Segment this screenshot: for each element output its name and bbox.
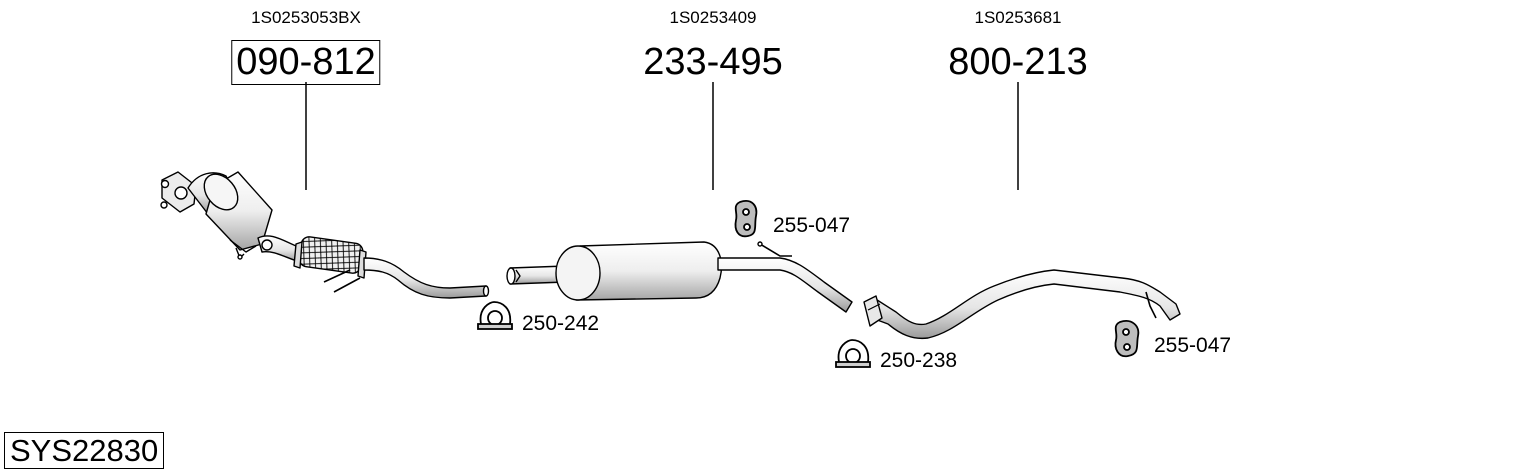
accessory-label-clamp-rear[interactable]: 250-238 [880,349,958,372]
rear-pipe-part [863,269,1181,340]
center-silencer-part [506,241,853,313]
part-number-center-silencer[interactable]: 233-495 [643,41,783,83]
oem-number-rear-pipe: 1S0253681 [974,8,1062,27]
rubber-mount-icon-rear [1114,320,1140,358]
oem-number-center-silencer: 1S0253409 [669,8,757,27]
clamp-icon-front [477,301,513,330]
oem-number-catalytic-converter: 1S0253053BX [251,8,361,27]
catalytic-converter-part [160,171,490,299]
accessory-label-mount-center[interactable]: 255-047 [773,214,851,237]
accessory-label-mount-rear[interactable]: 255-047 [1154,334,1232,357]
part-number-rear-pipe[interactable]: 800-213 [948,41,1088,83]
system-code: SYS22830 [4,432,165,469]
part-number-catalytic-converter[interactable]: 090-812 [231,40,381,85]
clamp-icon-rear [835,339,871,368]
rubber-mount-icon-center [734,200,758,238]
accessory-label-clamp-front[interactable]: 250-242 [522,312,600,335]
